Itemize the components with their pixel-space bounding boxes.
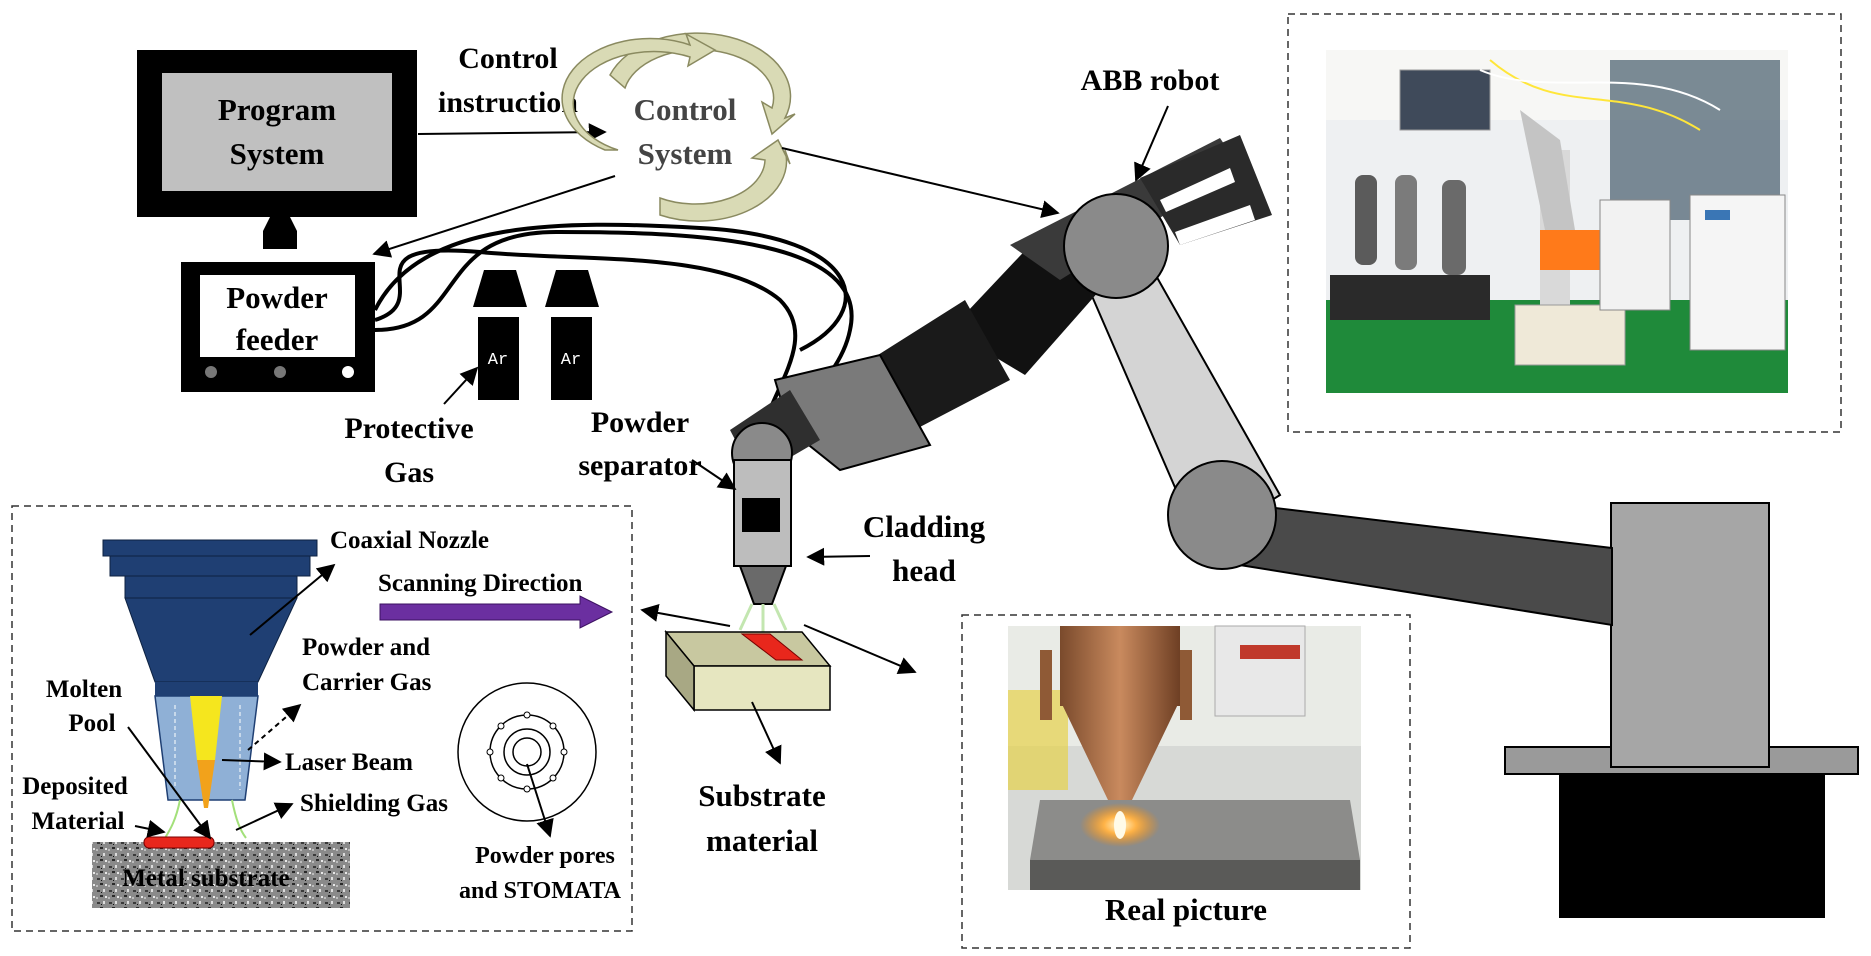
powder-carrier-gas-label-line1: Powder and [302, 634, 430, 661]
cladding-head-label-line2: head [892, 553, 956, 588]
real-picture-label: Real picture [1105, 892, 1267, 927]
powder-carrier-gas-label-line2: Carrier Gas [302, 669, 432, 696]
coaxial-nozzle [102, 539, 318, 839]
laser-beam-arrow [221, 752, 282, 771]
robot-base-foot [1559, 775, 1825, 918]
argon-cylinder-2: Ar [545, 270, 599, 400]
argon-cylinder-2-label: Ar [561, 351, 581, 370]
program-system-label-line1: Program [218, 92, 336, 127]
powder-pores-label-line2: and STOMATA [459, 878, 622, 904]
powder-pores-label-line1: Powder pores [475, 843, 615, 869]
robot-base-column [1610, 502, 1770, 768]
substrate-material-label-line1: Substrate [698, 778, 825, 813]
cladding-head [733, 459, 792, 632]
real-picture-frame [961, 614, 1411, 949]
robot-wrist-joint [1063, 193, 1169, 299]
shielding-gas-arrow [235, 802, 294, 831]
argon-cylinder-1: Ar [473, 270, 527, 400]
deposited-material-label-line2: Material [31, 808, 124, 835]
powder-feeder: Powder feeder [181, 262, 375, 392]
substrate-arrow [751, 701, 782, 765]
nozzle-detail-frame [11, 505, 633, 932]
cladding-track [740, 633, 804, 661]
powder-feeder-label-line1: Powder [226, 280, 328, 315]
control-system-label-line1: Control [634, 92, 737, 127]
real-picture-photo [1008, 625, 1361, 890]
powder-separator-arrow [691, 459, 737, 491]
control-instruction-label-line2: instruction [438, 86, 578, 119]
powder-separator-label-line2: separator [578, 449, 701, 482]
protective-gas-label-line1: Protective [344, 412, 473, 445]
powder-feeder-label-line2: feeder [236, 322, 319, 357]
lab-photo [1326, 50, 1788, 393]
cladding-head-arrow [806, 547, 871, 566]
deposited-material-label-line1: Deposited [22, 773, 128, 800]
scanning-direction-arrow [379, 595, 614, 629]
scanning-direction-label: Scanning Direction [378, 570, 583, 597]
shielding-gas-label: Shielding Gas [300, 790, 448, 817]
program-system-label-line2: System [230, 136, 325, 171]
powder-carrier-gas-arrow [247, 703, 302, 751]
molten-pool-arrow [127, 726, 212, 840]
deposited-material-arrow [134, 819, 166, 838]
coaxial-nozzle-label: Coaxial Nozzle [330, 527, 489, 554]
powder-separator-label-line1: Powder [591, 406, 689, 439]
cladding-head-label-line1: Cladding [863, 509, 986, 544]
substrate-block [664, 629, 832, 713]
robot-elbow-joint [1167, 460, 1277, 570]
laser-beam-cone [190, 696, 222, 760]
to-real-picture-arrow [803, 624, 917, 674]
deposited-material-bead [143, 836, 215, 849]
control-system-cycle: Control System [561, 32, 796, 222]
laser-beam-label: Laser Beam [285, 749, 413, 776]
powder-pores-arrow [526, 763, 554, 838]
control-system-label-line2: System [638, 136, 733, 171]
program-system-monitor: Program System [137, 50, 417, 249]
control-instruction-label-line1: Control [458, 42, 557, 75]
substrate-material-label-line2: material [706, 823, 818, 858]
abb-robot [730, 135, 1859, 918]
metal-substrate-label: Metal substrate [122, 865, 289, 892]
abb-robot-label: ABB robot [1081, 64, 1220, 97]
protective-gas-arrow [443, 366, 479, 405]
powder-pores-cross-section [457, 682, 597, 822]
metal-substrate [92, 842, 350, 908]
control-to-feeder-arrow [372, 175, 616, 258]
abb-robot-arrow [1134, 105, 1169, 182]
argon-cylinder-1-label: Ar [488, 351, 508, 370]
to-detail-arrow [640, 604, 731, 627]
lab-photo-frame [1287, 13, 1842, 433]
control-to-robot-arrow [781, 147, 1060, 219]
coaxial-nozzle-arrow [249, 563, 336, 636]
control-instruction-arrow [417, 123, 607, 142]
molten-pool-label-line2: Pool [68, 710, 115, 737]
protective-gas-label-line2: Gas [384, 456, 434, 489]
molten-pool-label-line1: Molten [46, 676, 122, 703]
